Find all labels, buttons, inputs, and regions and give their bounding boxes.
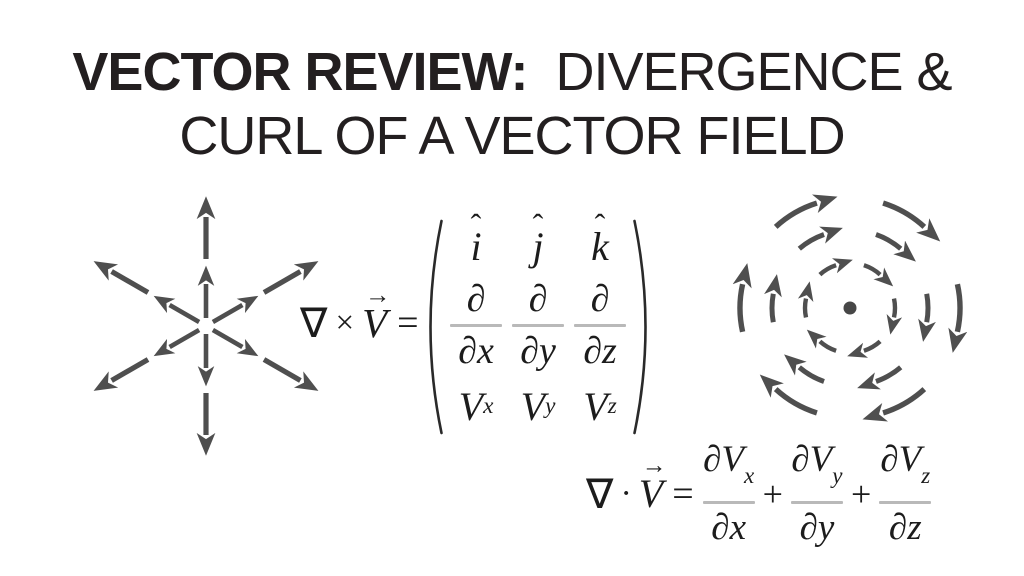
vector-V: →V bbox=[362, 281, 390, 346]
vector-arrow-icon: → bbox=[365, 281, 390, 309]
nabla-symbol: ∇ bbox=[300, 300, 328, 346]
title-line-1-bold: VECTOR REVIEW: bbox=[72, 42, 528, 102]
vector-V: →V bbox=[638, 452, 667, 517]
left-parenthesis bbox=[429, 219, 443, 435]
title-line-1: VECTOR REVIEW: DIVERGENCE & bbox=[0, 40, 1024, 104]
cross-product-operator: × bbox=[335, 304, 355, 341]
fraction-bar bbox=[790, 501, 843, 504]
title-line-2: CURL OF A VECTOR FIELD bbox=[179, 106, 845, 166]
equals-sign: = bbox=[397, 302, 419, 344]
title-line-1-regular: DIVERGENCE & bbox=[527, 42, 952, 102]
matrix-partial-y: ∂∂y bbox=[507, 274, 569, 376]
fraction-bar bbox=[702, 501, 755, 504]
diverging-vector-field-figure bbox=[66, 186, 346, 466]
slide-title: VECTOR REVIEW: DIVERGENCE & CURL OF A VE… bbox=[0, 40, 1024, 168]
plus-sign: + bbox=[762, 473, 783, 514]
fraction-bar bbox=[879, 501, 932, 504]
fraction-bar bbox=[512, 324, 564, 327]
matrix-partial-z: ∂∂z bbox=[569, 274, 631, 376]
vector-arrow-icon: → bbox=[641, 452, 667, 480]
term-dVz-dz: ∂Vz∂z bbox=[879, 439, 932, 548]
dot-product-operator: · bbox=[620, 474, 632, 512]
right-parenthesis bbox=[633, 219, 647, 435]
fraction-bar bbox=[450, 324, 502, 327]
term-dVx-dx: ∂Vx∂x bbox=[702, 439, 755, 548]
fraction-bar bbox=[574, 324, 626, 327]
term-dVy-dy: ∂Vy∂y bbox=[790, 439, 843, 548]
matrix-partial-x: ∂∂x bbox=[445, 274, 507, 376]
rotation-center-dot bbox=[843, 301, 857, 315]
curl-equation-lhs: ∇ × →V = bbox=[300, 281, 419, 349]
nabla-symbol: ∇ bbox=[586, 470, 614, 517]
plus-sign: + bbox=[850, 473, 872, 514]
equals-sign: = bbox=[672, 472, 694, 515]
divergence-equation: ∇ · →V = ∂Vx∂x + ∂Vy∂y + ∂Vz∂z bbox=[586, 439, 932, 548]
diverging-field-svg bbox=[93, 196, 319, 456]
rotating-field-svg bbox=[732, 194, 968, 422]
rotating-vector-field-figure bbox=[718, 186, 988, 436]
